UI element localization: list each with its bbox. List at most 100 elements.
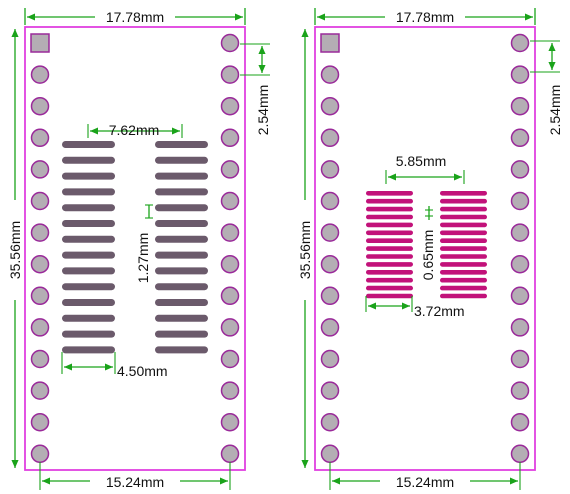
right-board-right-pad	[510, 96, 530, 116]
right-board-left-pad	[320, 444, 340, 464]
right-smd-pad-right	[440, 206, 487, 212]
left-smd-pad-left	[62, 141, 115, 148]
right-smd-pad-left	[366, 293, 413, 299]
right-height-label: 35.56mm	[297, 221, 313, 279]
right-smd-pad-right	[440, 246, 487, 251]
right-top-width-dimension: 17.78mm	[314, 8, 536, 25]
right-smd-pad-left	[366, 254, 413, 259]
right-board-right-pad	[510, 191, 530, 211]
right-board-right-pad	[510, 286, 530, 306]
right-smd-row-spacing-dimension: 5.85mm	[385, 153, 465, 184]
left-top-width-dimension: 17.78mm	[24, 8, 246, 25]
left-smd-pad-left	[62, 251, 115, 259]
right-board-left-pad	[320, 65, 340, 84]
left-board-right-pad	[220, 128, 240, 148]
left-smd-pad-left	[62, 346, 115, 354]
left-board: 17.78mm 35.56mm 2.54mm 15.24mm	[7, 8, 271, 490]
left-smd-pad-left	[62, 267, 115, 275]
right-pin-row-dimension: 15.24mm	[329, 462, 521, 490]
right-pitch-dimension: 2.54mm	[530, 40, 563, 136]
right-board-left-pad	[320, 286, 340, 306]
left-board-left-pad	[30, 444, 50, 464]
right-smd-pitch-label: 0.65mm	[420, 230, 436, 281]
right-board-left-pad	[320, 96, 340, 116]
left-height-label: 35.56mm	[7, 221, 23, 279]
right-smd-pitch-dimension: 0.65mm	[420, 206, 436, 280]
left-width-label: 17.78mm	[106, 9, 164, 25]
left-smd-pad-right	[155, 283, 208, 291]
right-smd-pad-left	[366, 246, 413, 251]
right-pitch-label: 2.54mm	[547, 85, 563, 136]
right-board-right-pad	[510, 412, 530, 432]
left-board-right-pad	[220, 286, 240, 306]
left-smd-pad-left	[62, 314, 115, 322]
right-smd-pad-left	[366, 270, 413, 275]
left-smd-pad-left	[62, 235, 115, 243]
left-pin1-square-pad	[30, 33, 50, 53]
left-smd-pad-left	[62, 299, 115, 306]
right-through-hole-pads	[320, 33, 530, 464]
left-board-left-pad	[30, 381, 50, 400]
right-smd-pad-right	[440, 222, 487, 228]
left-pitch-label: 2.54mm	[255, 85, 271, 136]
right-smd-pad-left	[366, 277, 413, 283]
right-pin1-square-pad	[320, 33, 340, 53]
left-board-left-pad	[30, 128, 50, 148]
left-smd-pad-right	[155, 156, 208, 164]
right-pin-row-label: 15.24mm	[396, 474, 454, 490]
left-smd-pad-length-dimension: 4.50mm	[61, 352, 168, 379]
left-board-right-pad	[220, 223, 240, 242]
left-smd-pad-right	[155, 172, 208, 180]
left-smd-pad-left	[62, 188, 115, 196]
left-board-right-pad	[220, 254, 240, 274]
left-smd-row-spacing-dimension: 7.62mm	[87, 122, 183, 138]
left-board-right-pad	[220, 381, 240, 400]
right-board-right-pad	[510, 33, 530, 53]
left-height-dimension: 35.56mm	[7, 29, 23, 468]
left-smd-pad-right	[155, 330, 208, 338]
right-smd-pad-right	[440, 285, 487, 291]
left-board-left-pad	[30, 65, 50, 84]
left-smd-pad-left	[62, 156, 115, 164]
left-smd-pad-left	[62, 220, 115, 227]
right-board: 17.78mm 35.56mm 2.54mm 15.24mm	[297, 8, 563, 490]
left-board-right-pad	[220, 160, 240, 179]
right-smd-pad-left	[366, 238, 413, 243]
left-board-right-pad	[220, 444, 240, 464]
right-smd-pad-right	[440, 214, 487, 220]
right-board-left-pad	[320, 191, 340, 211]
right-board-left-pad	[320, 223, 340, 242]
right-smd-pad-right	[440, 262, 487, 267]
right-board-right-pad	[510, 254, 530, 274]
left-board-right-pad	[220, 191, 240, 211]
left-smd-pad-right	[155, 220, 208, 227]
left-smd-pad-right	[155, 251, 208, 259]
left-board-outline	[24, 26, 246, 471]
right-board-left-pad	[320, 160, 340, 179]
left-board-left-pad	[30, 286, 50, 306]
right-smd-pad-left	[366, 230, 413, 236]
right-board-outline	[314, 26, 536, 471]
right-smd-footprint	[366, 191, 487, 299]
right-board-right-pad	[510, 349, 530, 369]
right-smd-pad-right	[440, 191, 487, 196]
right-smd-pad-length-label: 3.72mm	[414, 303, 465, 319]
right-smd-pad-right	[440, 254, 487, 259]
left-pin-row-dimension: 15.24mm	[39, 462, 231, 490]
right-board-right-pad	[510, 318, 530, 337]
right-smd-pad-left	[366, 285, 413, 291]
left-board-left-pad	[30, 412, 50, 432]
right-board-left-pad	[320, 128, 340, 148]
left-smd-pad-left	[62, 330, 115, 338]
left-smd-pad-left	[62, 172, 115, 180]
right-board-right-pad	[510, 381, 530, 400]
left-board-right-pad	[220, 412, 240, 432]
right-smd-pad-right	[440, 238, 487, 243]
right-board-left-pad	[320, 254, 340, 274]
right-board-right-pad	[510, 160, 530, 179]
right-smd-pad-right	[440, 198, 487, 204]
right-smd-pad-left	[366, 222, 413, 228]
left-smd-pad-right	[155, 346, 208, 354]
left-board-left-pad	[30, 254, 50, 274]
right-board-right-pad	[510, 128, 530, 148]
